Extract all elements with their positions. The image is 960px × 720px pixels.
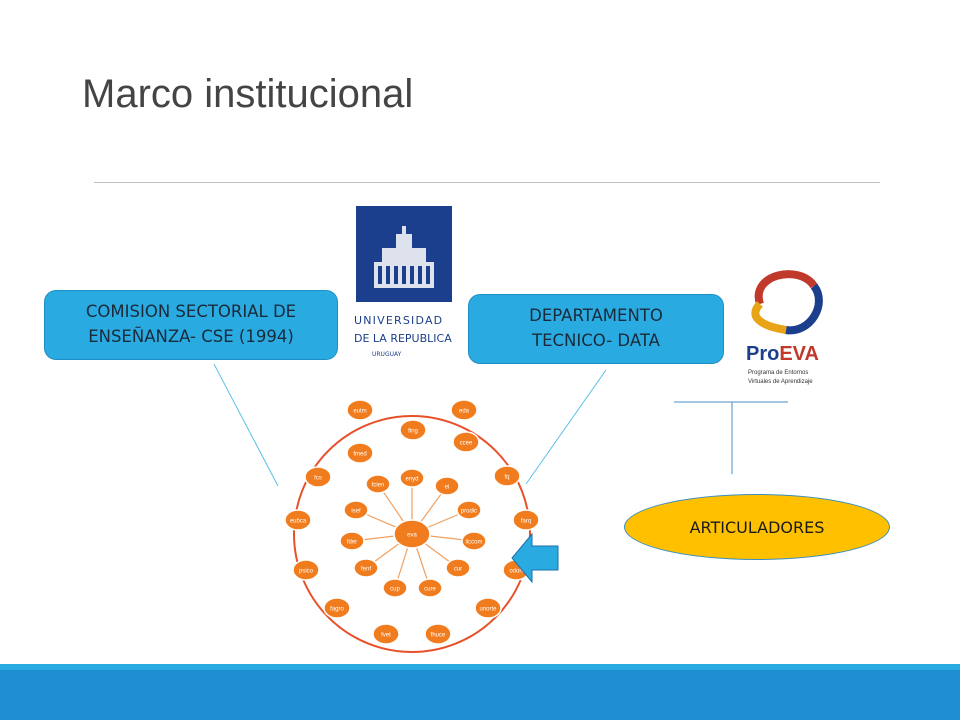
proeva-sub2: Virtuales de Aprendizaje bbox=[748, 379, 813, 385]
outer-node bbox=[424, 623, 452, 645]
outer-node-label: farq bbox=[521, 519, 531, 525]
inner-node-label: fcien bbox=[372, 483, 385, 489]
outer-node bbox=[292, 559, 320, 581]
inner-node-label: fenf bbox=[361, 567, 371, 573]
center-node-label: eva bbox=[407, 533, 417, 539]
title-divider bbox=[94, 182, 880, 183]
outer-node-label: psico bbox=[299, 569, 314, 575]
inner-node bbox=[365, 474, 391, 494]
inner-node bbox=[456, 500, 482, 520]
outer-node-label: fagro bbox=[330, 607, 344, 613]
outer-node bbox=[284, 509, 312, 531]
cse-box-line1: COMISION SECTORIAL DE bbox=[85, 302, 297, 322]
inner-node bbox=[339, 531, 365, 551]
data-box-line2: TECNICO- DATA bbox=[532, 331, 660, 350]
outer-node-label: unorte bbox=[479, 607, 497, 613]
inner-node bbox=[343, 500, 369, 520]
outer-node bbox=[304, 466, 332, 488]
articuladores-label: ARTICULADORES bbox=[689, 517, 825, 537]
outer-node-label: ccee bbox=[460, 441, 473, 447]
inner-node bbox=[445, 558, 471, 578]
outer-node bbox=[372, 623, 400, 645]
outer-node bbox=[452, 431, 480, 453]
slide-title: Marco institucional bbox=[82, 72, 414, 116]
proeva-sub1: Programa de Entornos bbox=[748, 370, 808, 376]
connector-cse bbox=[213, 363, 279, 487]
outer-node bbox=[512, 509, 540, 531]
outer-node-label: fvet bbox=[381, 633, 391, 639]
inner-node-label: cup bbox=[390, 587, 400, 593]
data-box-line1: DEPARTAMENTO bbox=[529, 306, 663, 326]
inner-node-label: liccom bbox=[465, 540, 482, 546]
outer-node bbox=[474, 597, 502, 619]
cse-box-line2: ENSEÑANZA- CSE (1994) bbox=[88, 327, 294, 346]
proeva-logo: ProEVA Programa de Entornos Virtuales de… bbox=[746, 270, 823, 385]
inner-node bbox=[353, 558, 379, 578]
inner-node bbox=[461, 531, 487, 551]
footer-accent bbox=[0, 664, 960, 670]
connector-data bbox=[525, 369, 607, 485]
outer-node bbox=[346, 442, 374, 464]
outer-node-label: fq bbox=[504, 475, 509, 481]
arrow-icon bbox=[511, 532, 559, 584]
eva-network: eutm eda fing fmed ccee fcs fq farq eubca odon psi… bbox=[284, 399, 540, 653]
data-box: DEPARTAMENTO TECNICO- DATA bbox=[468, 294, 724, 364]
udelar-name-line2: DE LA REPUBLICA bbox=[354, 332, 452, 345]
proeva-pro-text: Pro bbox=[746, 343, 779, 365]
network-ring bbox=[293, 415, 531, 653]
udelar-logo: UNIVERSIDAD DE LA REPUBLICA URUGUAY bbox=[354, 206, 452, 358]
outer-node-label: eutm bbox=[353, 409, 366, 415]
outer-node-label: fing bbox=[408, 429, 418, 435]
outer-node-label: fmed bbox=[353, 452, 366, 458]
inner-node-label: enyd bbox=[405, 477, 418, 483]
inner-node-label: cur bbox=[454, 567, 462, 573]
outer-node-label: fcs bbox=[314, 476, 322, 482]
udelar-name-line3: URUGUAY bbox=[372, 351, 402, 358]
center-node bbox=[393, 519, 431, 549]
svg-text:ProEVA: ProEVA bbox=[746, 343, 819, 365]
outer-node bbox=[346, 399, 374, 421]
inner-node-label: isef bbox=[351, 509, 361, 515]
inner-node-label: fder bbox=[347, 540, 357, 546]
outer-node-label: eda bbox=[459, 409, 470, 415]
outer-node-label: eubca bbox=[290, 519, 307, 525]
inner-node-label: cure bbox=[424, 587, 436, 593]
outer-node-label: fhuce bbox=[431, 633, 446, 639]
proeva-eva-text: EVA bbox=[779, 343, 819, 365]
udelar-name-line1: UNIVERSIDAD bbox=[354, 314, 443, 327]
outer-node bbox=[323, 597, 351, 619]
outer-node bbox=[493, 465, 521, 487]
cse-box: COMISION SECTORIAL DE ENSEÑANZA- CSE (199… bbox=[44, 290, 338, 360]
footer-bar bbox=[0, 664, 960, 720]
inner-node bbox=[399, 468, 425, 488]
outer-node bbox=[450, 399, 478, 421]
inner-node bbox=[382, 578, 408, 598]
inner-node-label: ei bbox=[445, 485, 450, 491]
outer-node bbox=[399, 419, 427, 441]
outer-node-label: odon bbox=[509, 569, 522, 575]
inner-node bbox=[417, 578, 443, 598]
inner-node-label: prodic bbox=[461, 509, 477, 515]
articuladores-ellipse: ARTICULADORES bbox=[624, 494, 890, 560]
inner-node bbox=[434, 476, 460, 496]
